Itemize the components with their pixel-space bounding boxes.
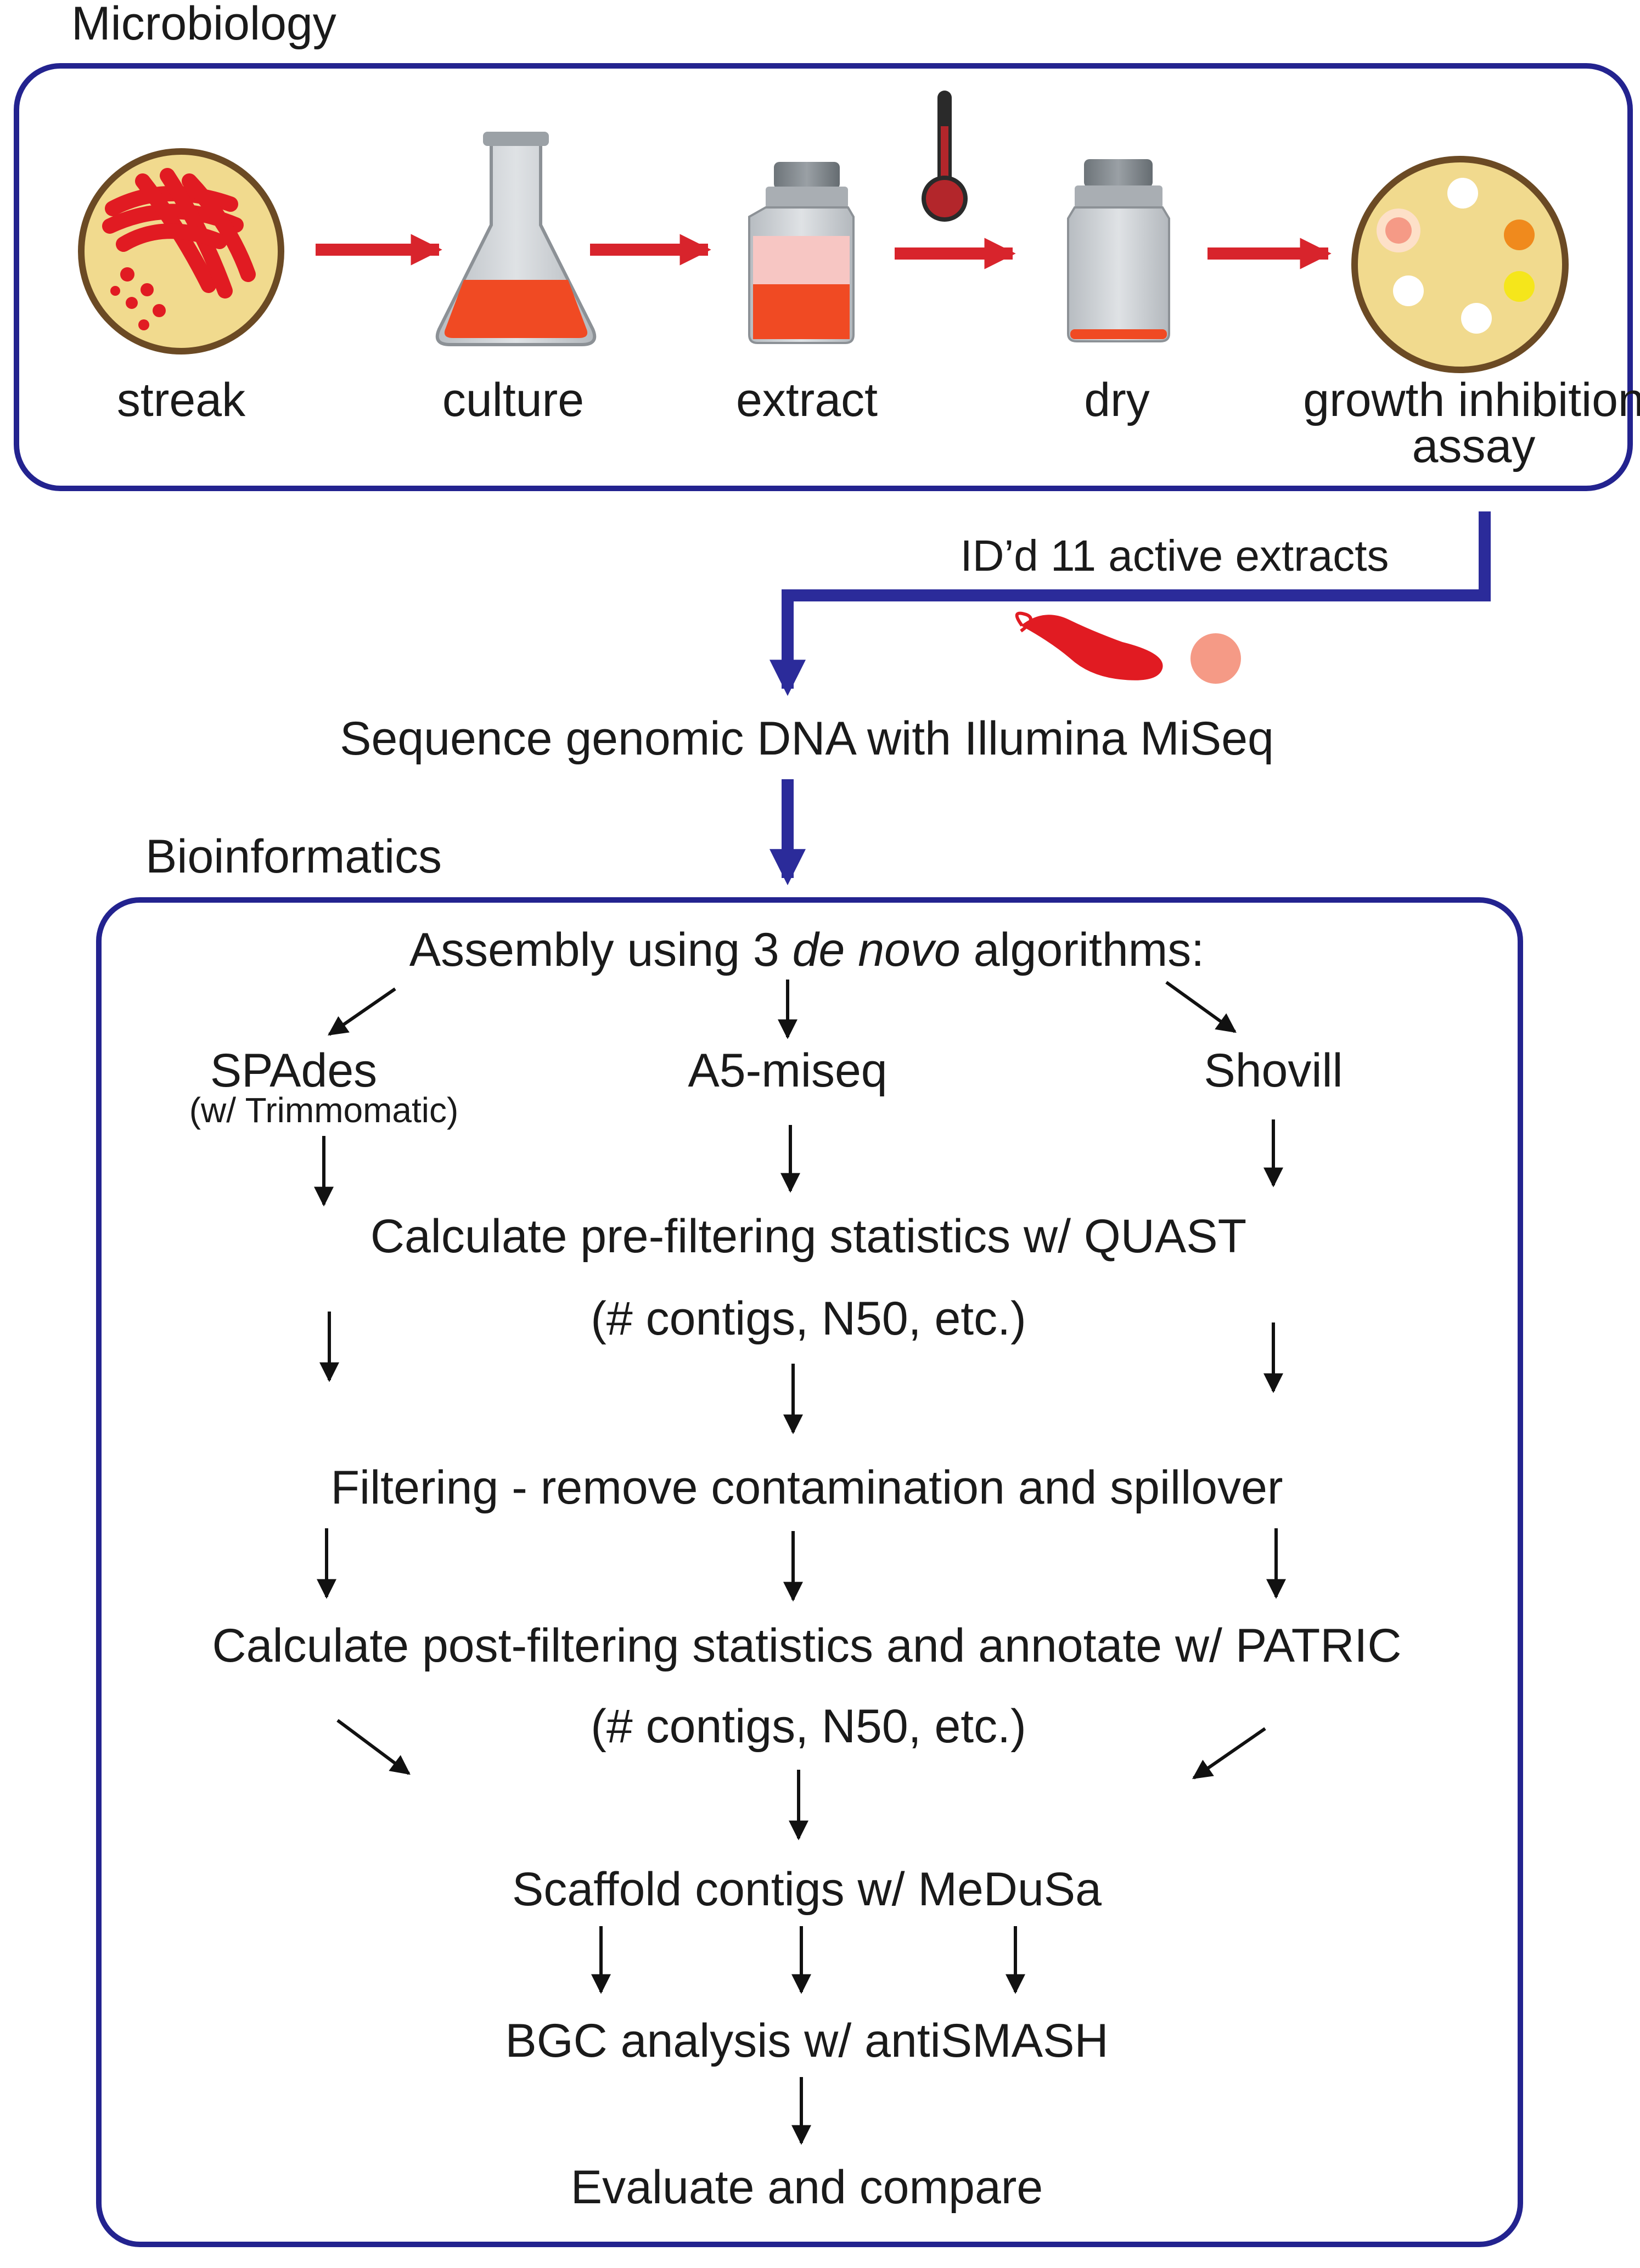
active-extracts-label: ID’d 11 active extracts bbox=[960, 531, 1389, 580]
erlenmeyer-flask-icon bbox=[435, 132, 597, 346]
assembly-prefix: Assembly using 3 bbox=[409, 924, 793, 976]
post-stats-label: Calculate post-filtering statistics and … bbox=[212, 1619, 1402, 1672]
branch-arrow-spades bbox=[328, 987, 396, 1036]
arrow-post-to-scaffold-right bbox=[1192, 1727, 1266, 1780]
a5-label: A5-miseq bbox=[688, 1044, 887, 1097]
bacterium-icon bbox=[1015, 611, 1163, 680]
bgc-label: BGC analysis w/ antiSMASH bbox=[505, 2014, 1108, 2067]
assembly-heading: Assembly using 3 de novo algorithms: bbox=[409, 924, 1204, 976]
flow-connector bbox=[770, 511, 1491, 696]
bioinformatics-heading: Bioinformatics bbox=[145, 830, 442, 883]
sequence-label: Sequence genomic DNA with Illumina MiSeq bbox=[340, 712, 1274, 765]
shovill-label: Shovill bbox=[1204, 1044, 1343, 1097]
thermometer-icon bbox=[922, 91, 968, 222]
assay-dish-icon bbox=[1351, 156, 1569, 373]
pre-stats-note: (# contigs, N50, etc.) bbox=[591, 1292, 1026, 1345]
assembly-italic: de novo bbox=[793, 924, 961, 976]
petri-dish-streak-icon bbox=[78, 148, 284, 354]
spore-icon bbox=[1190, 633, 1241, 684]
step-label-assay-line2: assay bbox=[1412, 420, 1536, 472]
pre-stats-label: Calculate pre-filtering statistics w/ QU… bbox=[370, 1210, 1246, 1263]
microbiology-panel bbox=[14, 63, 1633, 491]
step-label-assay: growth inhibition bbox=[1303, 374, 1640, 426]
assembly-suffix: algorithms: bbox=[961, 924, 1205, 976]
spades-note: (w/ Trimmomatic) bbox=[189, 1090, 459, 1130]
step-label-extract: extract bbox=[736, 374, 878, 426]
bioinformatics-panel bbox=[96, 897, 1523, 2247]
microbiology-heading: Microbiology bbox=[71, 0, 336, 50]
filtering-label: Filtering - remove contamination and spi… bbox=[330, 1461, 1283, 1514]
spades-label: SPAdes bbox=[210, 1044, 377, 1097]
post-stats-note: (# contigs, N50, etc.) bbox=[591, 1700, 1026, 1753]
step-label-streak: streak bbox=[117, 374, 246, 426]
step-label-dry: dry bbox=[1084, 374, 1149, 426]
arrow-post-to-scaffold-left bbox=[336, 1719, 411, 1775]
scaffold-label: Scaffold contigs w/ MeDuSa bbox=[512, 1863, 1102, 1916]
evaluate-label: Evaluate and compare bbox=[571, 2161, 1043, 2214]
step-label-culture: culture bbox=[442, 374, 584, 426]
branch-arrow-shovill bbox=[1165, 981, 1237, 1033]
dry-vial-icon bbox=[1067, 159, 1170, 342]
extract-vial-icon bbox=[748, 162, 855, 344]
